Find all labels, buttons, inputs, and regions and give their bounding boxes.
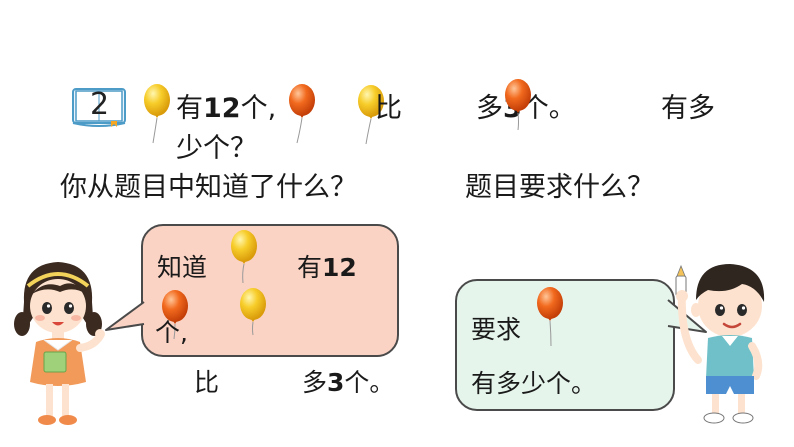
boy-speech-bubble — [455, 279, 675, 411]
girl-bubble-tail — [105, 301, 146, 331]
boy-character — [675, 264, 765, 424]
problem-line1-a: 有12个, — [176, 92, 276, 126]
problem-text-ge: 个, — [240, 93, 277, 124]
girl-bubble-line3: 多3个。 — [302, 367, 394, 399]
problem-text-has: 有 — [176, 93, 203, 124]
girl-num-3: 3 — [327, 368, 345, 397]
orange-balloon-icon — [287, 83, 317, 144]
orange-balloon-icon — [160, 289, 190, 349]
yellow-balloon-icon — [229, 229, 259, 289]
girl-num-12: 12 — [322, 253, 357, 282]
girl-speech-bubble — [141, 224, 399, 357]
problem-text-duo: 多 — [476, 93, 503, 124]
problem-text-unit: 个。 — [521, 93, 576, 124]
yellow-balloon-icon — [142, 83, 172, 144]
girl-text-duo: 多 — [302, 368, 328, 397]
girl-text-ge: 个, — [155, 318, 188, 347]
yellow-balloon-icon — [238, 287, 268, 347]
problem-text-bi: 比 — [375, 93, 402, 124]
yellow-balloon-icon — [356, 84, 386, 145]
girl-bubble-line1b: 有12 — [297, 252, 357, 284]
problem-text-youduo: 有多 — [661, 93, 715, 124]
problem-line1-b: 多3个。 — [476, 92, 576, 126]
orange-balloon-icon — [503, 78, 533, 138]
girl-bubble-line1: 知道 — [157, 252, 207, 284]
boy-text-question: 有多少个。 — [471, 369, 597, 398]
book-icon: 2 — [71, 87, 127, 127]
problem-number: 2 — [90, 87, 110, 122]
problem-num-12: 12 — [203, 93, 241, 124]
question-require: 题目要求什么？ — [465, 172, 654, 203]
girl-text-unit: 个。 — [344, 368, 395, 397]
boy-text-yaoqiu: 要求 — [471, 315, 522, 344]
girl-text-zhidao: 知道 — [157, 253, 208, 282]
problem-text-shaoge: 少个？ — [176, 133, 257, 164]
girl-text-you: 有 — [297, 253, 323, 282]
orange-balloon-icon — [535, 286, 565, 347]
question-know: 你从题目中知道了什么？ — [60, 172, 357, 203]
girl-character — [14, 262, 105, 425]
girl-text-bi: 比 — [194, 368, 220, 397]
